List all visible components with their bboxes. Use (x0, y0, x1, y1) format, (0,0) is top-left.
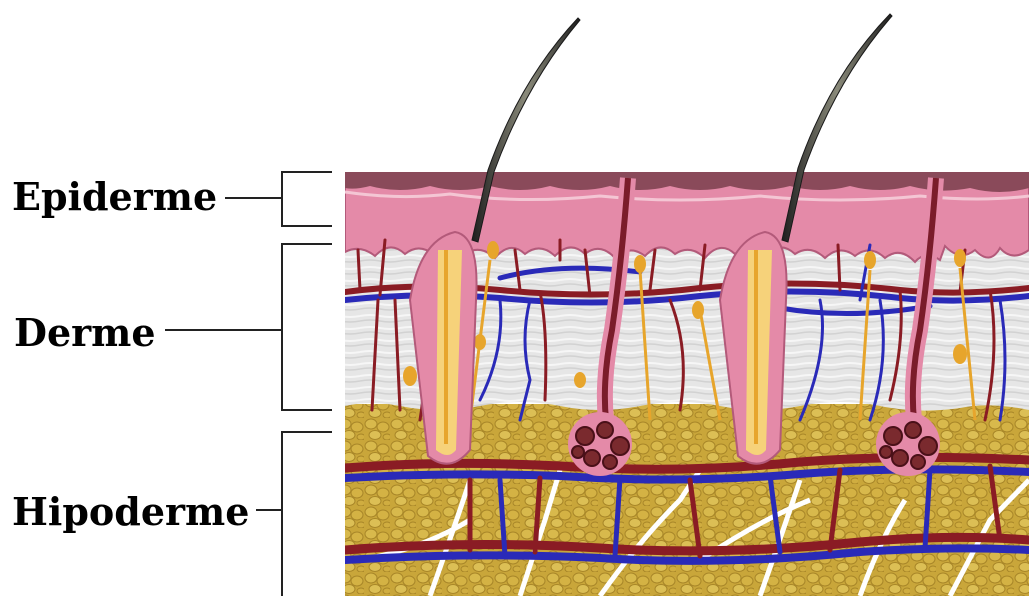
hypodermis-label: Hipoderme (12, 493, 249, 531)
hypodermis-bracket (282, 432, 332, 596)
dermis-bracket (282, 244, 332, 410)
tissue-block (345, 172, 1029, 596)
epidermis-bracket (282, 172, 332, 226)
stratum-corneum (345, 172, 1029, 192)
dermis-label: Derme (14, 314, 156, 352)
epidermis-label: Epiderme (12, 178, 217, 216)
